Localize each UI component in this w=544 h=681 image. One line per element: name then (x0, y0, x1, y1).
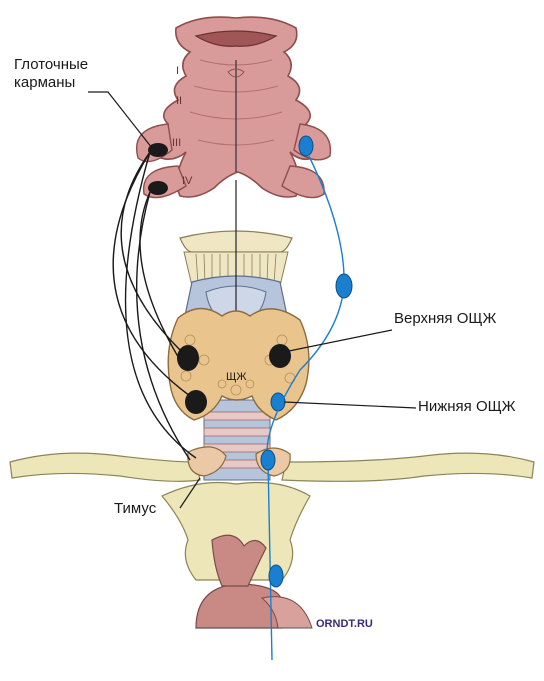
thymus-label: Тимус (114, 500, 156, 518)
pharyngeal-pouches-line1: Глоточные (14, 56, 124, 74)
inferior-parathyroid-label: Нижняя ОЩЖ (418, 398, 516, 416)
pouch-numeral-4: IV (182, 175, 193, 187)
pouch-numeral-3: III (172, 137, 181, 149)
pharynx (137, 17, 331, 197)
pharyngeal-pouches-label: Глоточные карманы (14, 56, 124, 92)
pouch-numeral-1: I (176, 65, 179, 77)
pouch-numeral-2: II (176, 95, 182, 107)
watermark: ORNDT.RU (316, 618, 373, 630)
pharyngeal-pouches-line2: карманы (14, 74, 124, 92)
aortic-arch (196, 535, 312, 628)
superior-parathyroid-label: Верхняя ОЩЖ (394, 310, 496, 328)
thyroid-label: ЩЖ (226, 371, 246, 383)
